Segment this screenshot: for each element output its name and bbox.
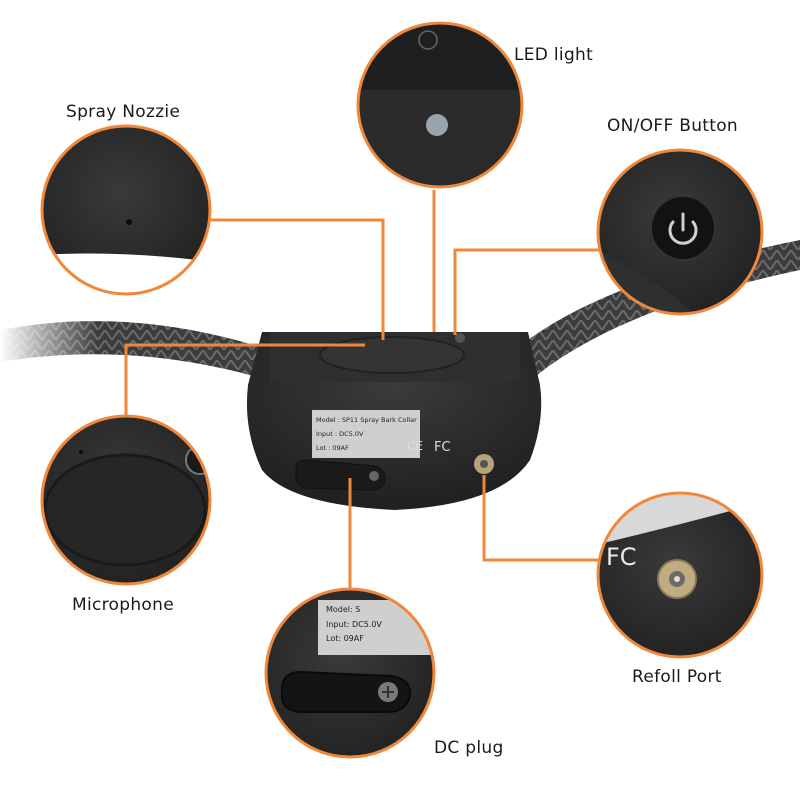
microphone-cover	[43, 453, 207, 567]
led-indicator-icon	[426, 114, 448, 136]
callout-lines	[124, 190, 600, 590]
zoom-microphone	[40, 414, 212, 586]
collar-device: Model : SP11 Spray Bark Collar Input : D…	[246, 332, 542, 510]
label-dc-plug: DC plug	[434, 738, 504, 758]
label-led-light: LED light	[514, 45, 594, 65]
label-refill-port: Refoll Port	[632, 667, 722, 687]
product-label	[312, 410, 420, 458]
product-label-model: Model : SP11 Spray Bark Collar	[316, 416, 417, 424]
zoom-label-model: Model: S	[326, 605, 360, 614]
label-on-off-button: ON/OFF Button	[607, 116, 739, 136]
dc-screw-icon	[369, 471, 379, 481]
spray-nozzle-icon	[126, 219, 132, 225]
zoom-dc-plug: Model: S Input: DC5.0V Lot: 09AF	[264, 587, 436, 759]
power-icon	[668, 212, 698, 245]
zoom-label-input: Input: DC5.0V	[326, 620, 382, 629]
ce-mark-icon: CE	[407, 439, 423, 453]
zoom-refill-port: FC	[596, 491, 764, 659]
zoom-label-lot: Lot: 09AF	[326, 634, 364, 643]
dc-plug-cover	[295, 459, 386, 491]
product-label-input: Input : DC5.0V	[316, 430, 364, 438]
fc-mark-icon: FC	[434, 440, 451, 455]
product-label-lot: Lot : 09AF	[316, 444, 349, 452]
label-spray-nozzle: Spray Nozzie	[66, 102, 181, 122]
fc-mark-zoom-icon: FC	[606, 543, 637, 571]
zoom-led-light	[356, 21, 524, 189]
collar-strap-left	[0, 295, 270, 385]
label-microphone: Microphone	[72, 595, 174, 615]
dc-plug-cover-zoom	[281, 670, 412, 713]
zoom-spray-nozzle	[40, 124, 212, 296]
microphone-hole-icon	[79, 450, 83, 454]
